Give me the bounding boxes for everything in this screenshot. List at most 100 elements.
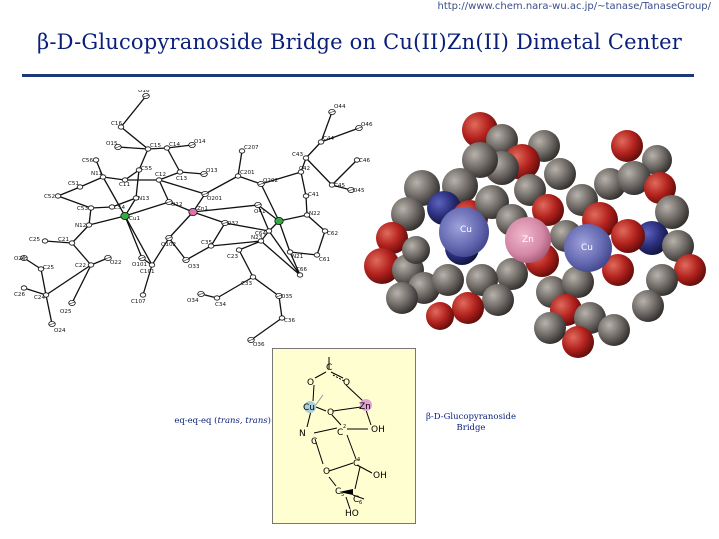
scheme-o-mid: O — [327, 408, 334, 418]
atom-label-C35: C35 — [201, 240, 212, 246]
bond-C42-C41 — [300, 171, 307, 197]
atom-C26 — [20, 285, 28, 291]
bond-C52-C53 — [57, 195, 92, 209]
atom-N22 — [303, 212, 311, 218]
atom-octant-O35 — [275, 294, 283, 298]
bond-O32-C64 — [224, 222, 270, 232]
atom-C23 — [235, 247, 243, 253]
scheme-n: N — [299, 429, 306, 439]
sphere-o-40 — [452, 292, 484, 324]
bond-Cu1-N12 — [88, 215, 126, 226]
atom-C15 — [144, 146, 152, 152]
bond-C201-O202 — [237, 175, 262, 185]
sphere-c-50 — [402, 236, 430, 264]
atom-label-C64: C64 — [255, 231, 266, 237]
source-url[interactable]: http://www.chem.nara-wu.ac.jp/~tanase/Ta… — [437, 1, 712, 12]
atom-octant-O202 — [257, 182, 265, 186]
atom-label-O16: O16 — [138, 90, 150, 94]
bond-C24-O24 — [45, 294, 53, 325]
atom-C13 — [176, 169, 184, 175]
atom-C35 — [207, 243, 215, 249]
atom-label-O13: O13 — [206, 168, 218, 174]
atom-label-O102: O102 — [161, 242, 176, 248]
atom-octant-O36 — [247, 338, 255, 342]
atom-Cu1 — [120, 212, 130, 221]
bond-C12-O12 — [158, 179, 170, 203]
coordination-geometry-label: eq-eq-eq (trans, trans) — [174, 416, 271, 426]
bond-C14-C13 — [166, 147, 181, 173]
atom-label-O45: O45 — [353, 188, 365, 194]
bond-O102-C101 — [151, 237, 170, 266]
bond-C101-C107 — [142, 264, 153, 296]
bond-N23-C66 — [260, 240, 301, 276]
atom-label-C54: C54 — [114, 205, 125, 211]
bond-N22-C62 — [306, 214, 326, 232]
bond-N21-C66 — [289, 251, 301, 276]
atom-octant-O201 — [201, 192, 209, 196]
atom-label-O201: O201 — [207, 196, 223, 202]
bond-C44-O46 — [320, 127, 360, 143]
atom-label-C11: C11 — [119, 182, 130, 188]
sphere-c-43 — [562, 266, 594, 298]
bond-Cu1-N11 — [102, 176, 126, 217]
bond-O101-Cu1 — [124, 215, 143, 259]
atom-C55 — [135, 167, 143, 173]
atom-label-O36: O36 — [253, 342, 265, 348]
atom-N21 — [286, 249, 294, 255]
atom-octant-O34 — [197, 292, 205, 296]
atom-octant-O22 — [104, 256, 112, 260]
atom-C43 — [302, 155, 310, 161]
bond-O35-C36 — [278, 295, 283, 319]
cpk-cu-left-label: Cu — [460, 225, 472, 235]
atom-label-C12: C12 — [155, 172, 166, 178]
sphere-c-45 — [574, 302, 606, 334]
atom-label-C46: C46 — [359, 158, 370, 164]
bond-C36-O36 — [250, 317, 283, 341]
bond-C21-C25 — [44, 240, 73, 244]
atom-label-N22: N22 — [309, 211, 320, 217]
ortep-bonds — [23, 95, 360, 341]
bond-C41-N22 — [305, 195, 308, 216]
scheme-c6-sub: 6 — [359, 500, 362, 506]
sphere-c-30 — [662, 230, 694, 262]
atom-C36 — [278, 315, 286, 321]
atom-label-O44: O44 — [334, 104, 346, 110]
sphere-cu-53 — [439, 207, 489, 257]
space-filling-model: Cu Zn Cu — [364, 112, 706, 358]
sphere-c-13 — [391, 197, 425, 231]
atom-label-C34: C34 — [215, 302, 226, 308]
sphere-c-3 — [486, 124, 518, 156]
scheme-zn: Zn — [359, 402, 371, 412]
atom-label-C45: C45 — [334, 183, 345, 189]
atom-label-Zn1: Zn1 — [197, 206, 208, 212]
atom-C107 — [139, 292, 147, 298]
atom-C42 — [297, 169, 305, 175]
atom-C14 — [163, 145, 171, 151]
bond-C13-O13 — [179, 171, 205, 175]
bond-C12-O201 — [158, 179, 206, 195]
atom-C56 — [92, 157, 100, 163]
sphere-c-26 — [617, 161, 651, 195]
atom-label-C51: C51 — [68, 181, 79, 187]
atom-C16 — [117, 124, 125, 130]
sphere-c-1 — [642, 145, 672, 175]
atom-octant-O25 — [68, 301, 76, 305]
bond-Zn1-O102 — [168, 211, 194, 239]
bond-C22-C24 — [45, 264, 92, 296]
bond-N23-C23 — [238, 240, 262, 251]
sphere-o-49 — [426, 302, 454, 330]
bond-C64-O41 — [257, 204, 270, 232]
atom-label-C25b: C25 — [43, 265, 54, 271]
page-title: β-D-Glucopyranoside Bridge on Cu(II)Zn(I… — [37, 30, 682, 54]
bond-N12-C21 — [71, 224, 90, 244]
atom-label-C101: C101 — [140, 269, 155, 275]
bond-C23-C33 — [238, 249, 254, 278]
bond-C201-C207 — [237, 150, 243, 177]
atom-label-C207: C207 — [244, 145, 259, 151]
bond-C35-O32 — [210, 222, 226, 247]
atom-octant-O26 — [20, 256, 28, 260]
atom-C54 — [108, 204, 116, 210]
bond-O201-C201 — [204, 175, 239, 195]
atom-C34 — [213, 295, 221, 301]
